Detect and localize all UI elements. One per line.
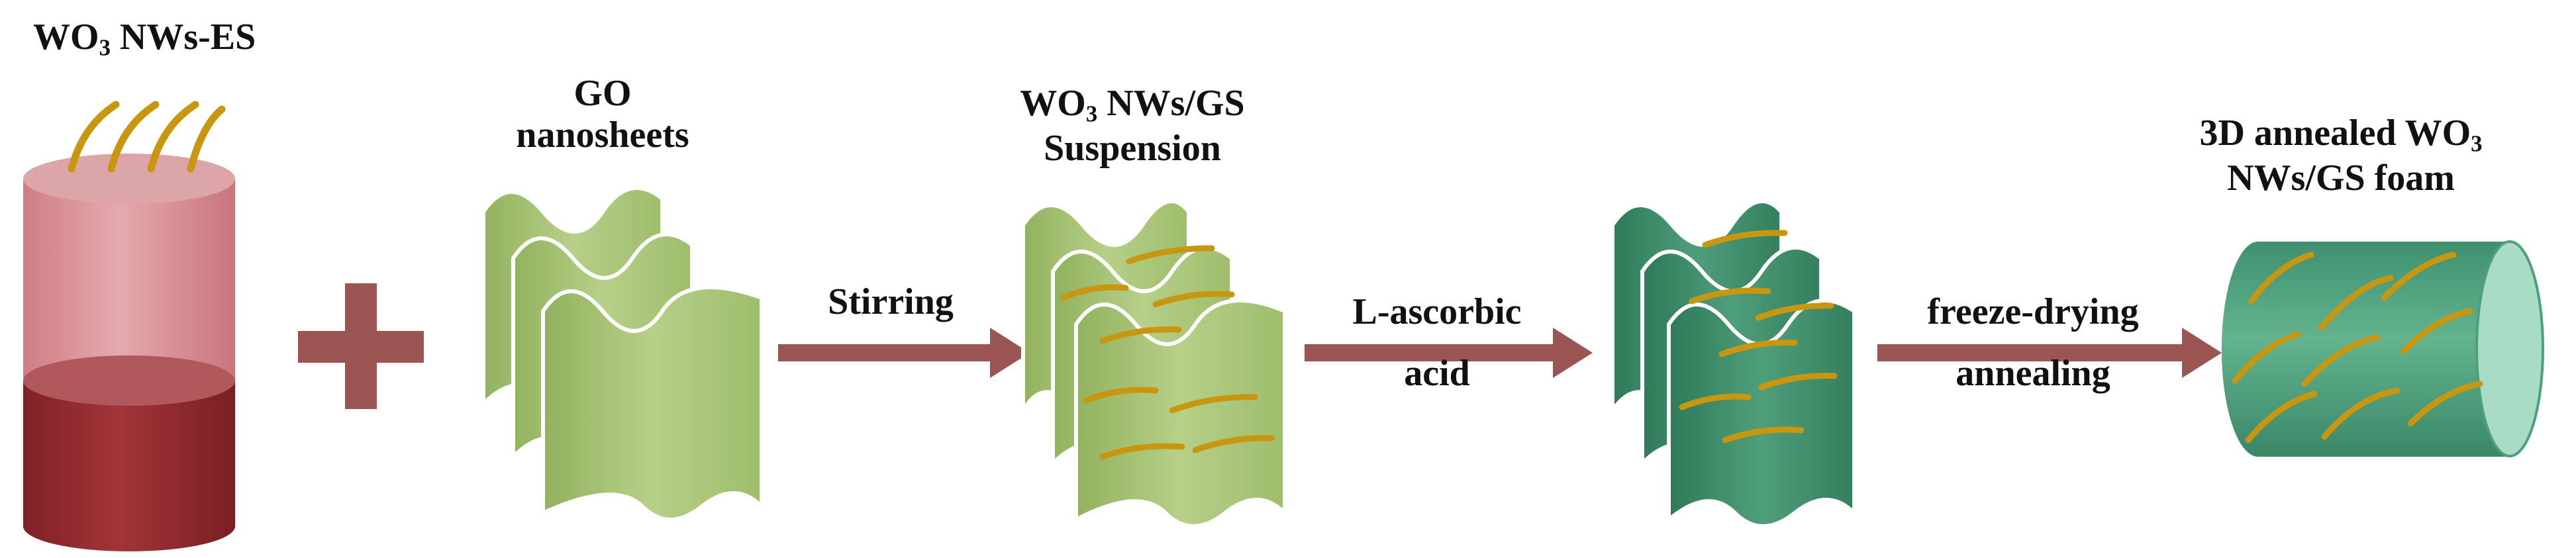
go-nanosheets <box>481 186 764 522</box>
step-label-freeze-drying-annealing: freeze-drying annealing <box>1927 291 2139 394</box>
label-wo3-gs-suspension: WO3 NWs/GS Suspension <box>1020 83 1245 169</box>
arrow-stirring <box>778 328 1030 378</box>
arrow-freeze-drying <box>1877 328 2222 378</box>
step-label-ascorbic-acid: L-ascorbic acid <box>1352 291 1522 394</box>
plus-sign <box>298 283 424 409</box>
label-go-nanosheets: GO nanosheets <box>516 73 689 156</box>
label-wo3-nws-es: WO3 NWs-ES <box>33 17 256 61</box>
beaker <box>23 154 235 551</box>
wo3-nanowires <box>68 101 226 173</box>
annealed-foam <box>2221 240 2544 457</box>
wo3-gs-suspension <box>1021 199 1287 528</box>
label-annealed-foam: 3D annealed WO3 NWs/GS foam <box>2199 113 2483 199</box>
graphene-hydrogel <box>1610 199 1856 528</box>
arrow-ascorbic <box>1305 328 1593 378</box>
step-label-stirring: Stirring <box>828 281 954 322</box>
